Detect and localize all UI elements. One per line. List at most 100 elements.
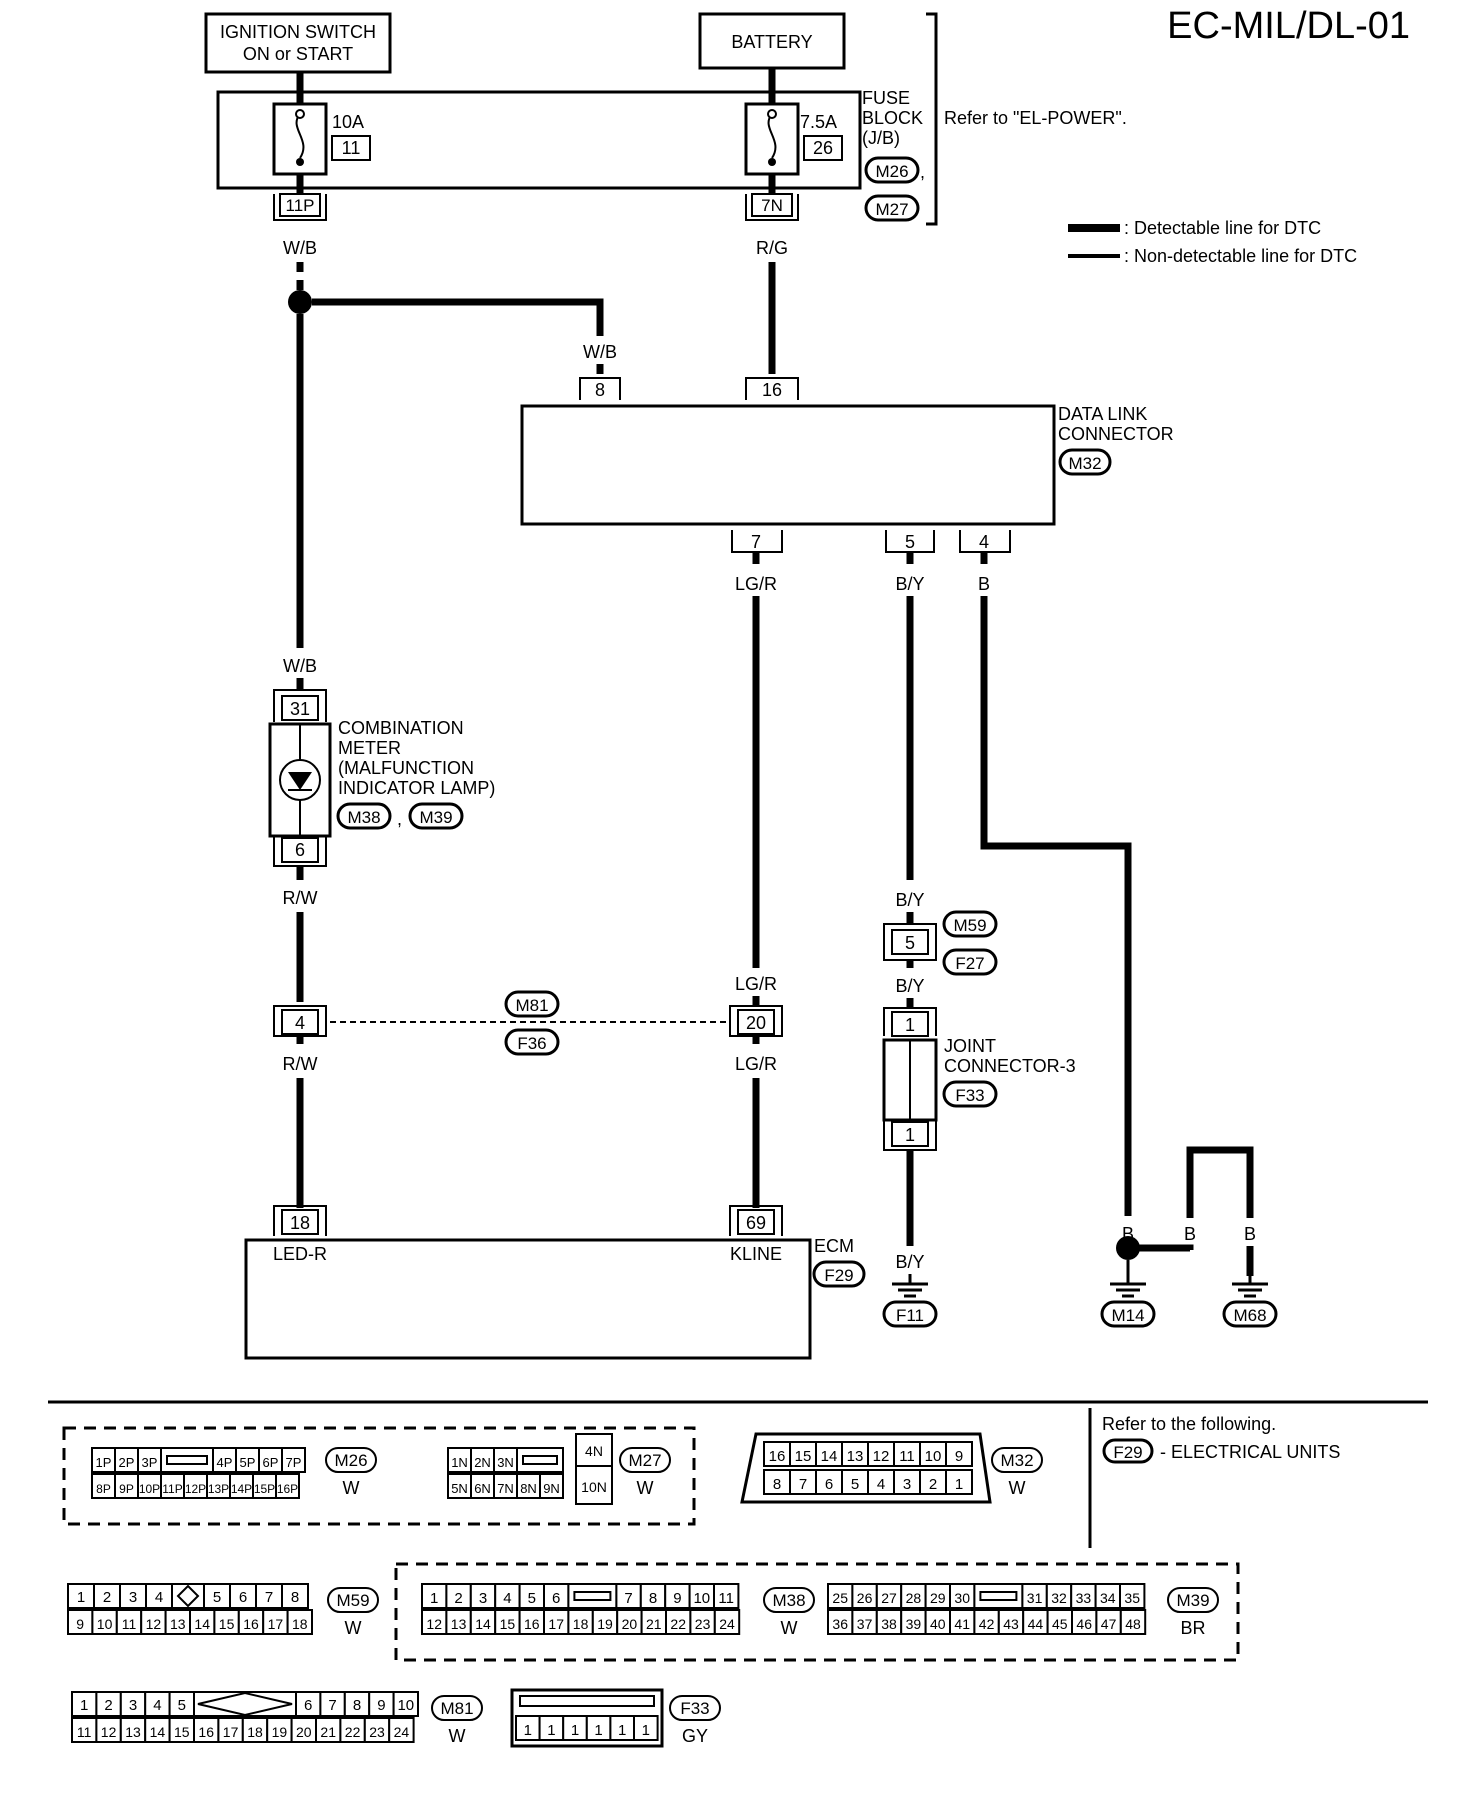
ignition-switch-state: ON or START [243, 44, 353, 64]
m81-pin: 5 [178, 1697, 186, 1714]
m59-pin: 16 [243, 1616, 259, 1632]
m38-cell [713, 1609, 741, 1635]
wire-label-lgr-2: LG/R [735, 974, 777, 994]
m59-pin: 2 [103, 1589, 111, 1606]
meter-pin-6: 6 [295, 840, 305, 860]
refer-following-text: Refer to the following. [1102, 1414, 1276, 1434]
legend-detectable: : Detectable line for DTC [1124, 218, 1321, 238]
ground-f11-label: F11 [896, 1306, 924, 1325]
m38-pin: 19 [597, 1616, 613, 1632]
m39-name: M39 [1176, 1591, 1209, 1610]
m81-cell [95, 1717, 122, 1743]
joint-connector-3: 1 1 [882, 1007, 938, 1151]
ecm: 18 69 LED-R KLINE [244, 1205, 812, 1360]
m38-pin: 1 [430, 1590, 438, 1607]
m39-pin: 32 [1051, 1590, 1067, 1606]
battery-label: BATTERY [731, 32, 812, 52]
joint-label-2: CONNECTOR-3 [944, 1056, 1076, 1076]
m26-pin: 16P [277, 1482, 298, 1496]
m39-cell [851, 1583, 878, 1609]
m32-cell [841, 1469, 869, 1495]
m39-pin: 37 [857, 1616, 873, 1632]
wire-label-rw-1: R/W [283, 888, 318, 908]
m26-pin: 4P [217, 1455, 233, 1470]
wire-label-lgr-3: LG/R [735, 1054, 777, 1074]
m32-cell [789, 1469, 817, 1495]
m26-pin: 3P [142, 1455, 158, 1470]
m59-pin: 12 [146, 1616, 162, 1632]
f33-pin: 1 [618, 1722, 626, 1739]
combination-meter: 31 6 [268, 689, 332, 867]
m32-pin: 7 [799, 1476, 807, 1493]
m27-cell [539, 1473, 564, 1499]
m59-pin: 6 [239, 1589, 247, 1606]
m81-cell [388, 1717, 415, 1743]
m59-pin: 15 [219, 1616, 235, 1632]
m59-name: M59 [336, 1591, 369, 1610]
m27-cell [516, 1447, 564, 1473]
m32-pin: 14 [821, 1448, 838, 1465]
m81-cell [290, 1717, 318, 1743]
m39-cell [827, 1609, 854, 1635]
m27-pin: 10N [581, 1479, 607, 1495]
m26-cell [281, 1447, 306, 1473]
m32-pin: 12 [873, 1448, 890, 1465]
fuse-block-label-1: FUSE [862, 88, 910, 108]
m38-pin: 22 [670, 1616, 686, 1632]
dlc-pin-5: 5 [905, 532, 915, 552]
connector-m59: M59 [953, 916, 986, 935]
ground-m14: M14 [1100, 1260, 1156, 1328]
m59-pin: 9 [76, 1616, 84, 1632]
m39-cell [1046, 1609, 1073, 1635]
ecm-pin-69: 69 [746, 1213, 766, 1233]
m26-pin: 14P [231, 1482, 252, 1496]
dlc-pin-16: 16 [762, 380, 782, 400]
m81-pin-20: 20 [746, 1013, 766, 1033]
joint-pin-1a: 1 [905, 1015, 915, 1035]
m38-cell [639, 1583, 667, 1609]
m81-cell [119, 1691, 147, 1717]
m26-pin: 1P [96, 1455, 112, 1470]
m81-cell [392, 1691, 420, 1717]
m32-cell [815, 1469, 843, 1495]
m38-pin: 6 [552, 1590, 560, 1607]
m81-pin: 17 [223, 1724, 239, 1740]
m39-pin: 34 [1100, 1590, 1116, 1606]
m39-cell [924, 1583, 951, 1609]
m81-pin: 11 [77, 1724, 92, 1740]
m38-pin: 24 [719, 1616, 735, 1632]
m38-pin: 12 [426, 1616, 442, 1632]
m59-pin: 8 [291, 1589, 299, 1606]
m38-pin: 9 [673, 1590, 681, 1607]
m27-pin: 1N [451, 1455, 468, 1470]
m38-pin: 10 [693, 1590, 710, 1607]
dlc-pin-4: 4 [979, 532, 989, 552]
m26-name: M26 [334, 1451, 367, 1470]
m26-pin: 12P [185, 1482, 206, 1496]
meter-connector-m38: M38 [347, 808, 380, 827]
m81-pin: 14 [150, 1724, 166, 1740]
m38-pin: 23 [695, 1616, 711, 1632]
m39-pin: 31 [1027, 1590, 1043, 1606]
refer-following-item: - ELECTRICAL UNITS [1160, 1442, 1340, 1462]
m32-pin: 2 [929, 1476, 937, 1493]
m59-pin: 3 [129, 1589, 137, 1606]
m27-pin: 2N [474, 1455, 491, 1470]
m26-cell [275, 1473, 300, 1499]
ecm-terminal-led-r: LED-R [273, 1244, 327, 1264]
m32-pin: 15 [795, 1448, 812, 1465]
m59-cell [115, 1609, 143, 1635]
m32-color: W [1009, 1478, 1026, 1498]
connector-m81-f36: 4 20 [273, 1005, 783, 1037]
m27-pin: 7N [497, 1481, 514, 1496]
m59-cell [281, 1583, 309, 1609]
fuse-right-number: 26 [813, 138, 833, 158]
m59-pin: 17 [268, 1616, 284, 1632]
fuse-right-terminal: 7N [761, 196, 783, 215]
m81-pin: 2 [104, 1697, 112, 1714]
wire-label-wb-2: W/B [583, 342, 617, 362]
